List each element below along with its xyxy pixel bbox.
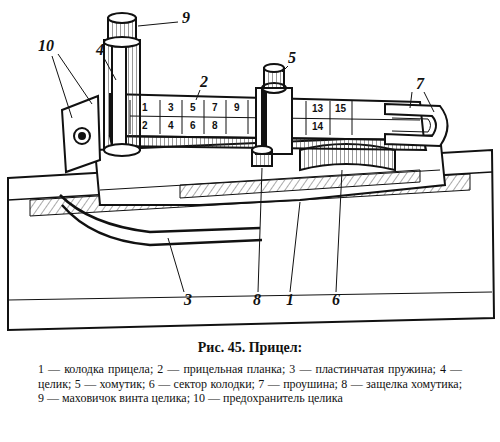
callout-number: 2 <box>200 74 208 90</box>
drawing-ellipse <box>104 144 140 156</box>
figure-title: Рис. 45. Прицел: <box>0 340 500 356</box>
scale-number: 1 <box>142 103 148 113</box>
scale-number: 4 <box>168 121 174 131</box>
drawing-path <box>385 104 448 146</box>
scale-number: 6 <box>190 121 196 131</box>
scale-number: 14 <box>312 122 323 132</box>
drawing-path <box>424 92 434 112</box>
drawing-path <box>138 22 178 26</box>
scale-number: 8 <box>212 121 218 131</box>
scale-number: 13 <box>312 104 323 114</box>
drawing-path <box>196 90 200 100</box>
callout-number: 1 <box>286 292 294 308</box>
drawing-path <box>130 100 352 135</box>
scale-number: 5 <box>190 103 196 113</box>
callout-number: 10 <box>38 38 54 54</box>
clamp <box>256 64 292 154</box>
drawing-path <box>336 170 342 292</box>
scale-number: 9 <box>234 103 240 113</box>
drawing-path <box>180 170 420 198</box>
drawing-ellipse <box>252 146 272 154</box>
leader-lines <box>52 22 434 292</box>
callout-number: 7 <box>416 76 424 92</box>
callout-number: 3 <box>184 292 192 308</box>
scale-number: 2 <box>142 121 148 131</box>
callout-number: 5 <box>288 50 296 66</box>
drawing-path <box>58 54 92 104</box>
drawing-path <box>52 56 72 118</box>
drawing-circle <box>74 128 90 144</box>
drawing-ellipse <box>104 37 140 47</box>
drawing-ellipse <box>108 13 136 23</box>
drawing-path <box>392 118 431 132</box>
drawing-path <box>258 168 262 292</box>
parts-caption: 1 — колодка прицела; 2 — прицельная план… <box>38 362 462 406</box>
drawing-path <box>168 238 184 292</box>
callout-number: 8 <box>253 292 261 308</box>
leaf-spring <box>60 195 262 245</box>
callout-number: 4 <box>96 42 104 58</box>
rear-sight <box>104 13 140 156</box>
drawing-rect <box>104 40 140 150</box>
drawing-path <box>8 292 492 300</box>
drawing-path <box>410 92 412 108</box>
drawing-path <box>62 205 262 245</box>
drawing-path <box>104 58 116 80</box>
scale-number: 3 <box>168 103 174 113</box>
ear <box>385 104 448 146</box>
drawing-rect <box>112 40 126 150</box>
drawing-rect <box>262 88 266 154</box>
sight-safety <box>62 96 100 172</box>
callout-number: 9 <box>182 10 190 26</box>
scale-number: 15 <box>335 104 346 114</box>
drawing-path <box>62 96 100 172</box>
drawing-rect <box>256 88 292 154</box>
drawing-path <box>290 202 300 292</box>
callout-number: 6 <box>332 292 340 308</box>
drawing-path <box>60 195 260 232</box>
drawing-circle <box>79 133 85 139</box>
drawing-path <box>282 66 288 72</box>
clamp-latch <box>252 146 272 166</box>
scale-number: 7 <box>212 103 218 113</box>
drawing-ellipse <box>264 64 284 72</box>
